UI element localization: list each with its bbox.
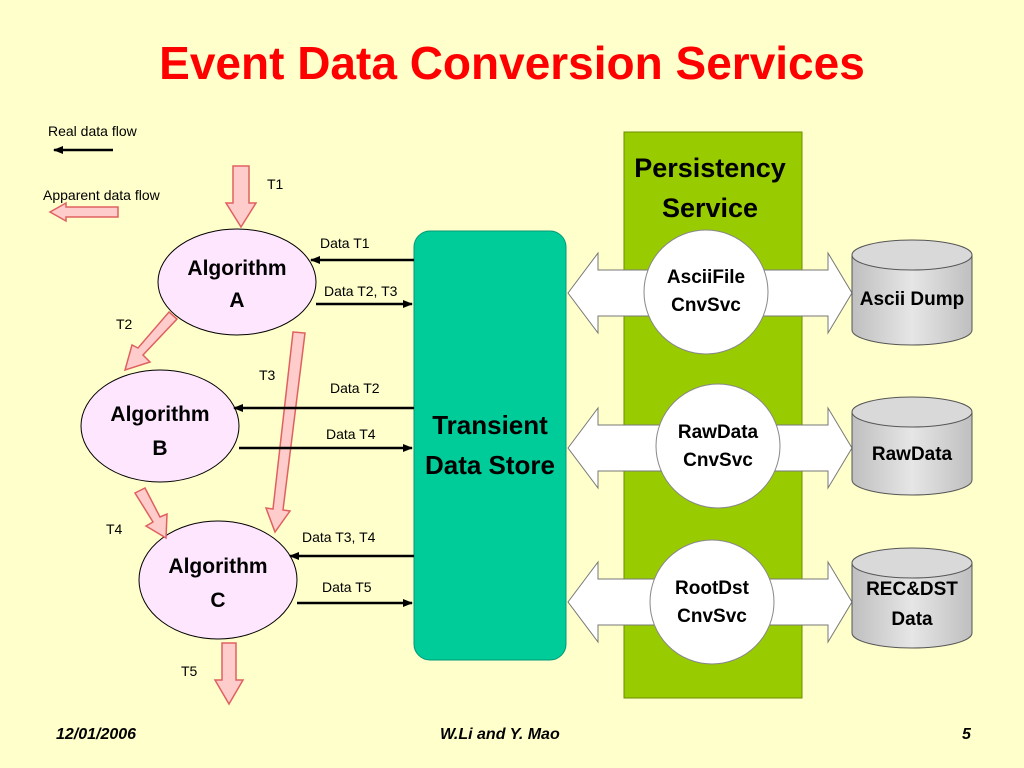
t3-arrow (264, 331, 306, 534)
transient-data-store: Transient Data Store (413, 230, 567, 661)
store-ascii-dump: Ascii Dump (851, 239, 973, 346)
footer-date: 12/01/2006 (56, 726, 137, 743)
service-rootdst-line2: CnvSvc (677, 606, 747, 627)
t4-label: T4 (106, 521, 123, 537)
t5-label: T5 (181, 663, 198, 679)
transient-line1: Transient (432, 410, 548, 440)
t2-arrow (123, 310, 179, 372)
algorithm-c-line2: C (210, 589, 225, 612)
service-asciifile: AsciiFile CnvSvc (643, 229, 769, 355)
store-ascii-dump-label: Ascii Dump (860, 289, 965, 310)
apparent-flow-arrow (48, 201, 119, 223)
t2-label: T2 (116, 316, 133, 332)
legend-real-label: Real data flow (48, 123, 138, 139)
store-rec-dst: REC&DST Data (851, 547, 973, 649)
data-t2-t3-label: Data T2, T3 (324, 283, 398, 299)
store-rec-dst-line1: REC&DST (866, 579, 958, 600)
algorithm-b-line2: B (152, 437, 167, 460)
algorithm-b-line1: Algorithm (110, 403, 209, 426)
footer-authors: W.Li and Y. Mao (440, 726, 560, 743)
data-t1-label: Data T1 (320, 235, 370, 251)
algorithm-b: Algorithm B (80, 369, 240, 483)
real-flow-arrows (233, 256, 414, 607)
store-rawdata-label: RawData (872, 444, 953, 465)
t1-label: T1 (267, 176, 284, 192)
data-t4-label: Data T4 (326, 426, 376, 442)
algorithm-c: Algorithm C (138, 520, 298, 640)
transient-line2: Data Store (425, 450, 555, 480)
algorithm-a-line1: Algorithm (187, 257, 286, 280)
page-title: Event Data Conversion Services (159, 37, 865, 89)
data-t5-label: Data T5 (322, 579, 372, 595)
data-t3-t4-label: Data T3, T4 (302, 529, 376, 545)
footer-page-number: 5 (962, 726, 971, 743)
service-rootdst-line1: RootDst (675, 578, 750, 599)
service-asciifile-line1: AsciiFile (667, 267, 745, 288)
data-t2-label: Data T2 (330, 380, 380, 396)
service-rootdst: RootDst CnvSvc (649, 539, 775, 665)
algorithm-c-line1: Algorithm (168, 555, 267, 578)
t4-arrow (133, 486, 168, 540)
store-rec-dst-line2: Data (891, 609, 933, 630)
apparent-flow-arrows (123, 165, 306, 706)
service-rawdata-line2: CnvSvc (683, 450, 753, 471)
service-asciifile-line2: CnvSvc (671, 295, 741, 316)
t3-label: T3 (259, 367, 276, 383)
legend: Real data flow Apparent data flow (43, 123, 161, 223)
store-rawdata: RawData (851, 396, 973, 496)
legend-apparent-label: Apparent data flow (43, 187, 161, 203)
persistency-line2: Service (662, 193, 758, 223)
t1-arrow (224, 165, 258, 229)
persistency-line1: Persistency (634, 153, 786, 183)
service-rawdata-line1: RawData (678, 422, 759, 443)
algorithm-a-line2: A (229, 289, 244, 312)
service-rawdata: RawData CnvSvc (655, 383, 781, 509)
algorithm-a: Algorithm A (157, 228, 317, 336)
t5-arrow (213, 642, 245, 706)
